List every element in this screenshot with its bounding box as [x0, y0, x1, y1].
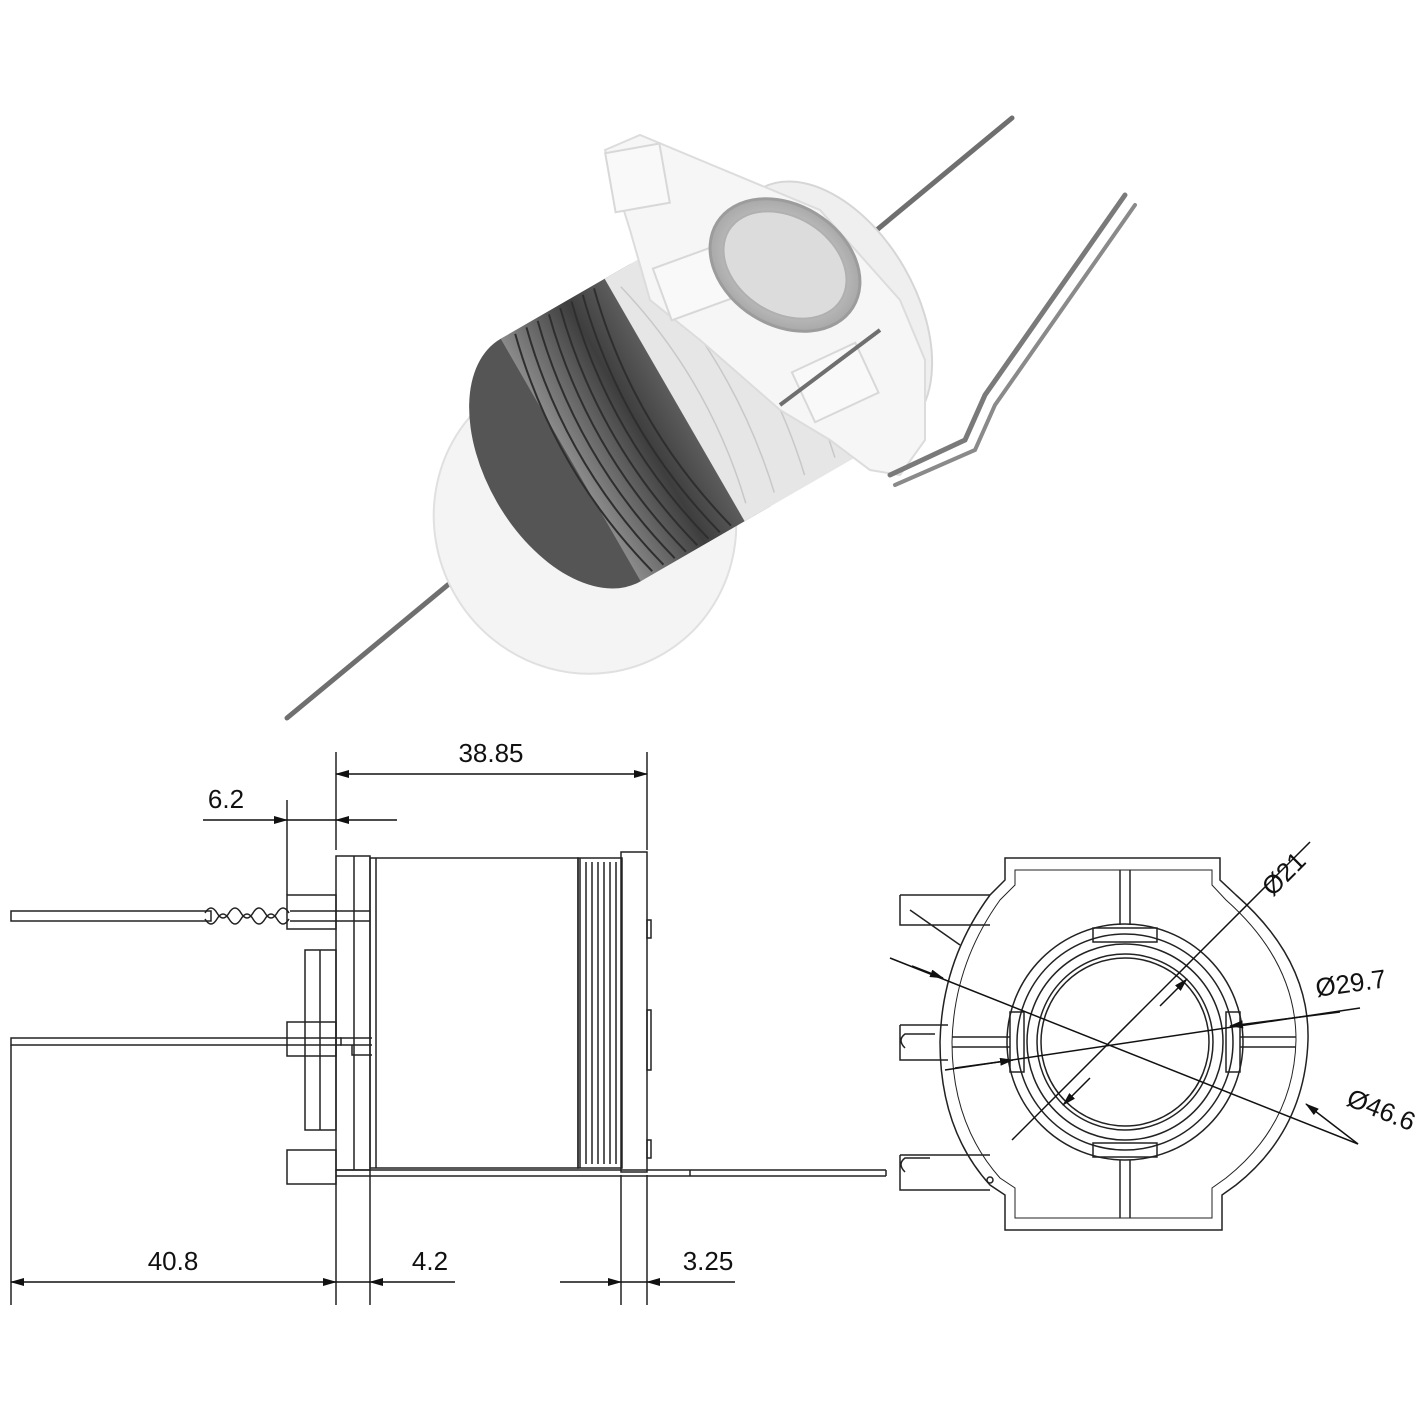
dim-outer-diameter: Ø46.6 — [1343, 1082, 1420, 1136]
end-housing-outline — [939, 857, 1309, 1231]
coil-product-photo — [284, 115, 1137, 721]
dim-inner-diameter: Ø21 — [1256, 846, 1312, 902]
bore-inner — [1040, 957, 1210, 1127]
lead-mid — [10, 1037, 342, 1046]
bore-mid — [1026, 943, 1224, 1141]
terminal-top — [286, 894, 337, 930]
lead-top — [10, 910, 212, 922]
coil-turns — [577, 857, 623, 1169]
dim-overall-length: 38.85 — [458, 738, 523, 768]
lead-wire-twin-b — [893, 203, 1137, 487]
dim-lead-length: 40.8 — [148, 1246, 199, 1276]
left-flange — [335, 855, 371, 1171]
side-view-drawing — [10, 752, 887, 1305]
end-view-drawing — [889, 841, 1361, 1231]
dim-flange-right: 3.25 — [683, 1246, 734, 1276]
dim-flange-left: 4.2 — [412, 1246, 448, 1276]
dim-mid-diameter: Ø29.7 — [1314, 963, 1388, 1003]
bobbin-ring-outer — [1006, 923, 1244, 1161]
terminal-bottom — [286, 1149, 337, 1185]
lead-wire-twin-a — [887, 192, 1128, 478]
dim-terminal-offset: 6.2 — [208, 784, 244, 814]
right-flange — [620, 851, 648, 1173]
winding-body-outline — [369, 857, 579, 1169]
terminal-mid — [286, 1021, 337, 1057]
